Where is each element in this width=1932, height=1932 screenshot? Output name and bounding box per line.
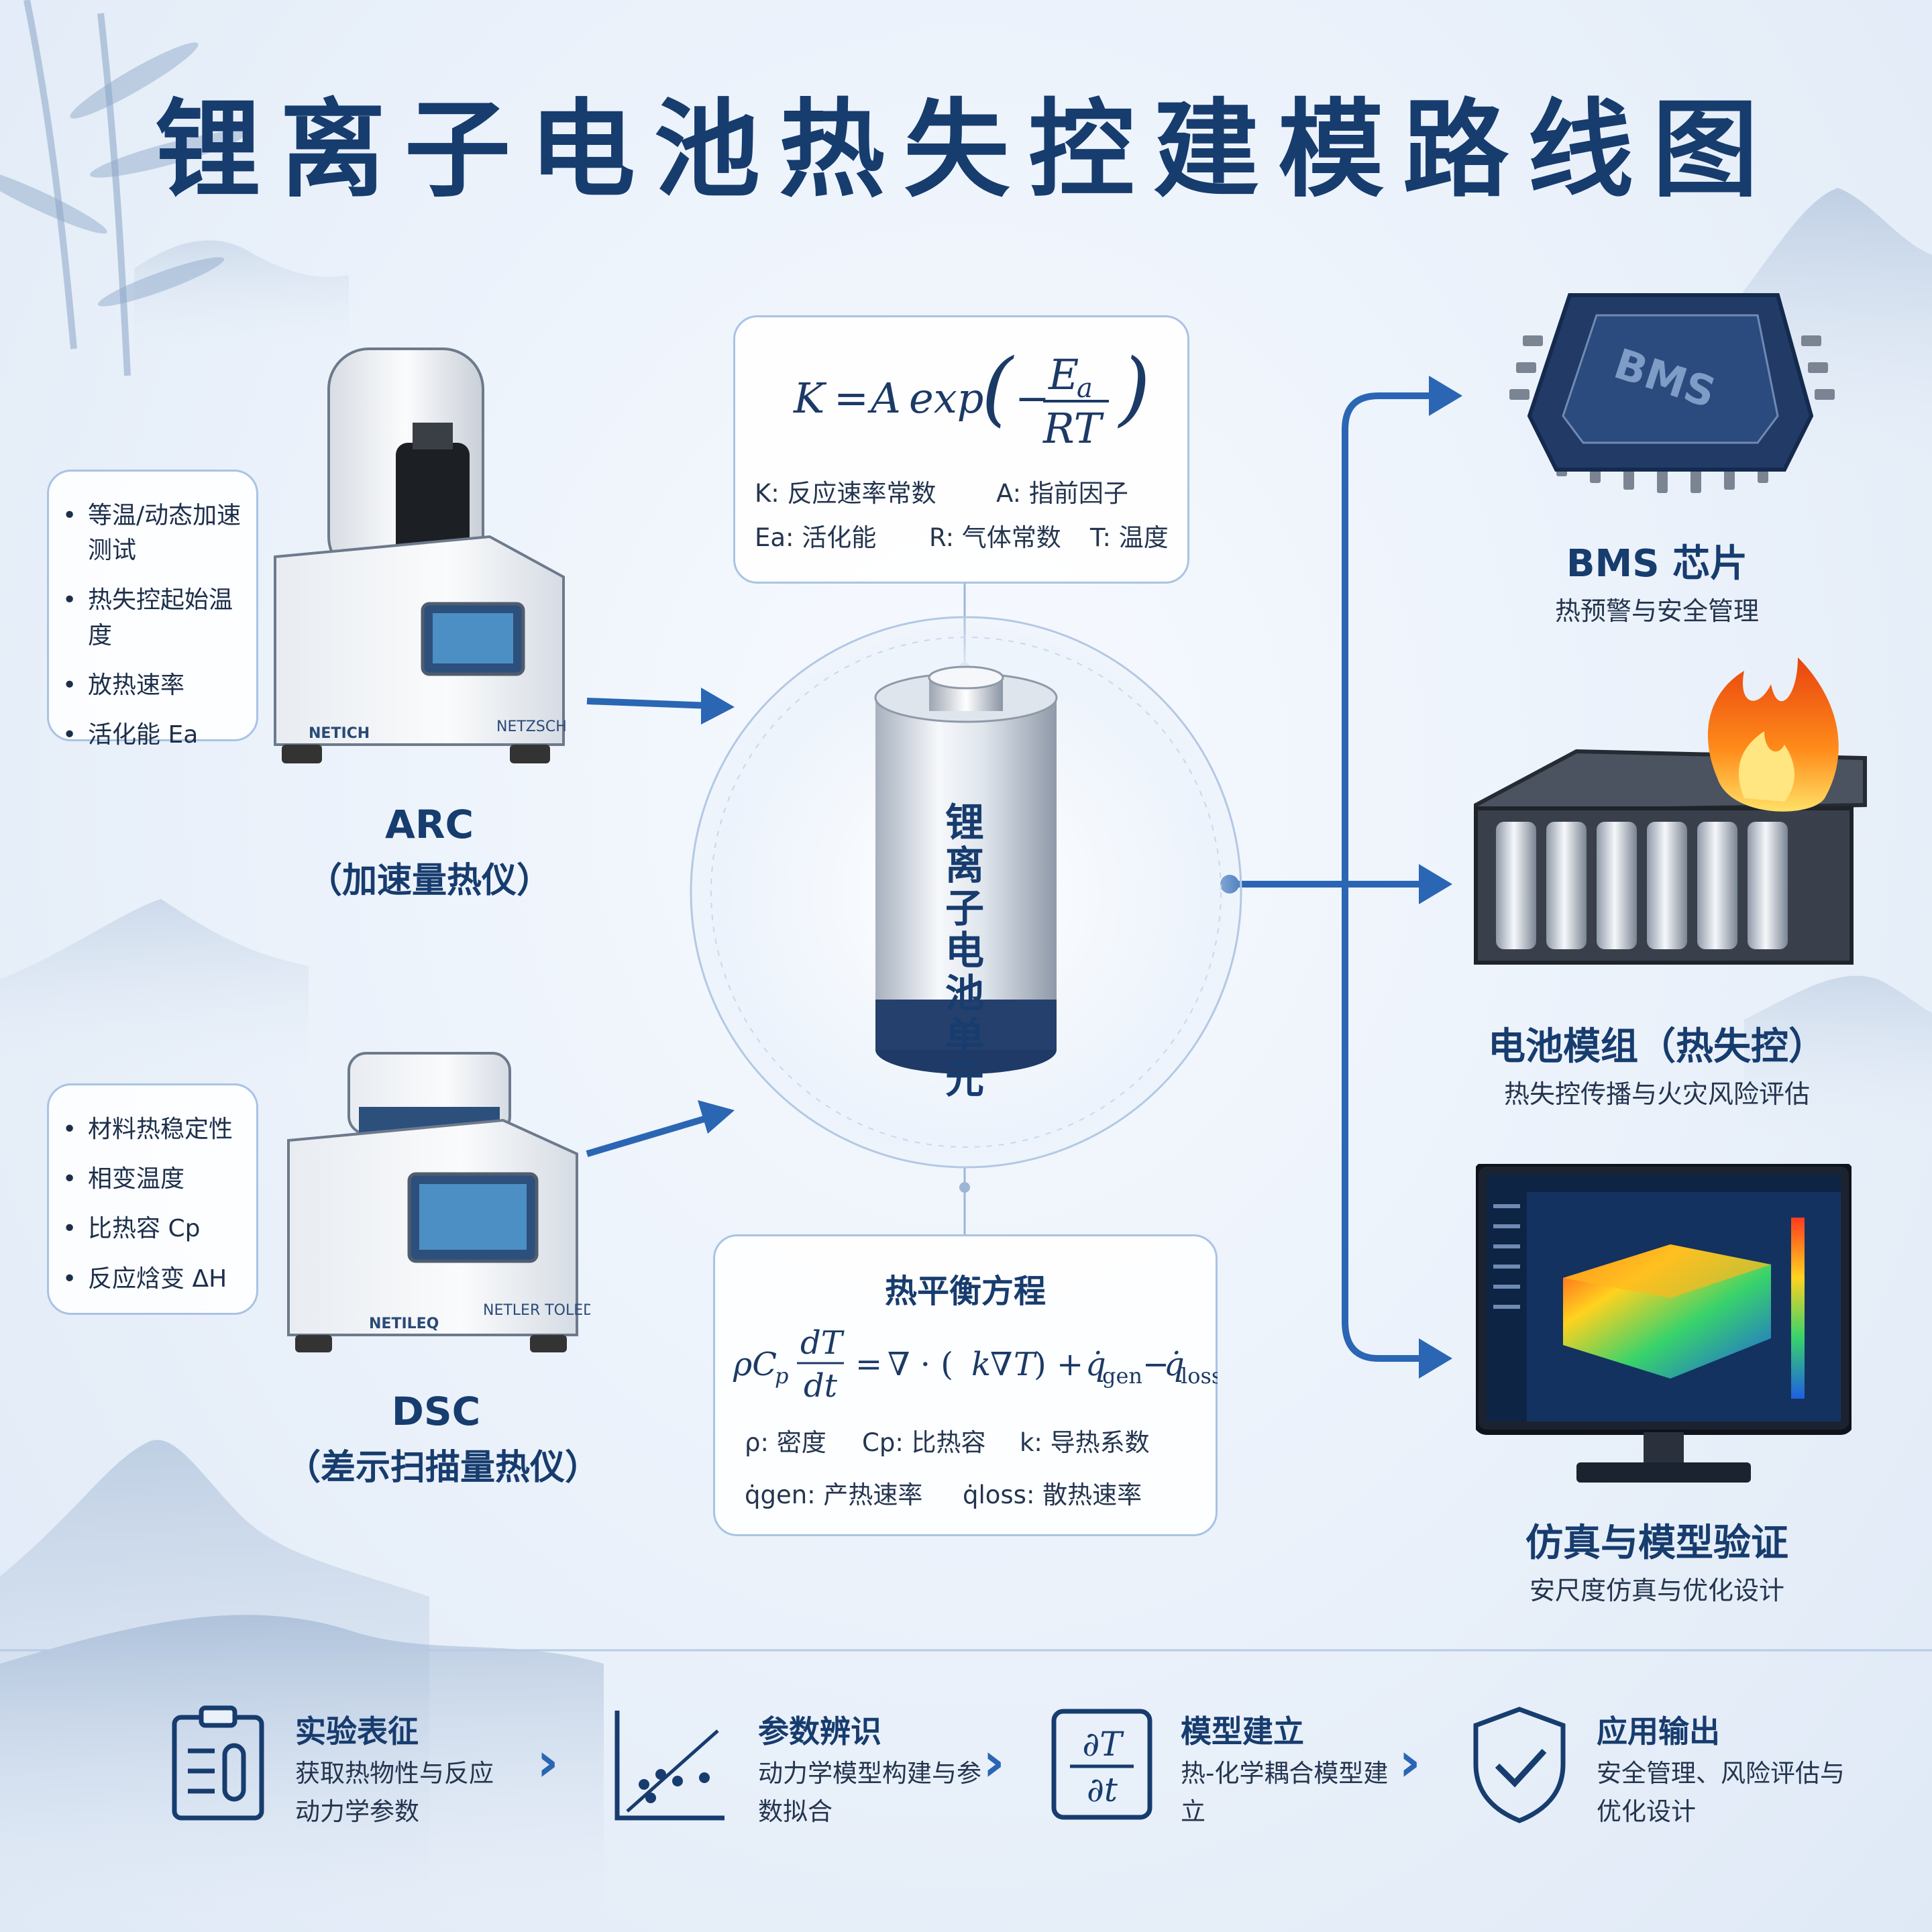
arrhenius-card (733, 315, 1189, 584)
svg-text:−: − (1015, 374, 1050, 423)
arc-brand-left: NETICH (309, 725, 370, 742)
svg-text:∇: ∇ (990, 1346, 1013, 1383)
step-1-title: 实验表征 (295, 1713, 419, 1750)
legend-ea: Ea: 活化能 (755, 523, 877, 552)
dsc-name: DSC (391, 1389, 481, 1434)
arc-calorimeter-illustration: NETICH NETZSCH (274, 347, 567, 763)
bms-chip-illustration: BMS (1509, 293, 1835, 493)
arc-brand-right: NETZSCH (496, 718, 567, 735)
svg-text:E: E (1048, 350, 1079, 399)
svg-text:q̇: q̇ (1085, 1346, 1106, 1383)
output-module-title: 电池模组（热失控） (1488, 1025, 1826, 1069)
arc-feature: 等温/动态加速测试 (60, 498, 250, 568)
step-1-desc: 获取热物性与反应动力学参数 (295, 1759, 494, 1827)
legend-qloss: q̇loss: 散热速率 (963, 1481, 1142, 1509)
heat-balance-formula: ρC p dT dt = ∇ · ( k ∇ T ) + q̇ gen − q̇… (733, 1324, 1218, 1405)
svg-text:loss: loss (1181, 1363, 1218, 1389)
svg-text:=: = (855, 1346, 882, 1383)
clipboard-icon (172, 1705, 264, 1821)
heat-balance-legend: ρ: 密度 Cp: 比热容 k: 导热系数 q̇gen: 产热速率 q̇loss… (745, 1422, 1208, 1529)
step-3-title: 模型建立 (1181, 1713, 1304, 1750)
arc-name: ARC (384, 802, 474, 847)
svg-text:k: k (971, 1346, 991, 1383)
svg-text:∇ · (: ∇ · ( (888, 1346, 953, 1383)
chevron-right-icon: › (983, 1731, 1005, 1793)
heat-balance-title: 热平衡方程 (884, 1273, 1046, 1310)
svg-text:dt: dt (804, 1367, 838, 1405)
arc-feature: 活化能 Ea (60, 718, 250, 753)
arrhenius-formula: K = A exp ( − E a RT ) (793, 342, 1150, 453)
heat-balance-card (713, 1234, 1218, 1536)
step-4-desc: 安全管理、风险评估与优化设计 (1597, 1759, 1845, 1827)
output-module-subtitle: 热失控传播与火灾风险评估 (1503, 1079, 1810, 1109)
arc-feature-list: 等温/动态加速测试 热失控起始温度 放热速率 活化能 Ea (60, 498, 250, 753)
output-bms-subtitle: 热预警与安全管理 (1554, 596, 1759, 626)
scatter-fit-icon (614, 1711, 724, 1821)
dsc-feature: 比热容 Cp (60, 1212, 250, 1246)
step-4-title: 应用输出 (1597, 1713, 1720, 1750)
svg-text:dT: dT (800, 1324, 845, 1362)
chevron-right-icon: › (1399, 1731, 1421, 1793)
simulation-monitor-illustration (1476, 1164, 1851, 1483)
svg-text:p: p (775, 1363, 788, 1389)
shield-check-icon (1473, 1707, 1566, 1823)
dsc-subtitle: （差示扫描量热仪） (285, 1448, 600, 1488)
battery-cell-illustration (690, 616, 1242, 1169)
arc-to-battery-arrow (586, 698, 712, 709)
output-simulation-subtitle: 安尺度仿真与优化设计 (1529, 1576, 1784, 1605)
page-title: 锂离子电池热失控建模路线图 (155, 88, 1777, 212)
svg-text:q̇: q̇ (1164, 1346, 1185, 1383)
legend-rho: ρ: 密度 (745, 1428, 826, 1457)
svg-text:RT: RT (1042, 404, 1105, 453)
dsc-calorimeter-illustration: NETILEQ NETLER TOLEDO (287, 1052, 590, 1352)
dsc-feature: 材料热稳定性 (60, 1112, 250, 1147)
arc-feature: 热失控起始温度 (60, 583, 250, 653)
step-3-desc: 热-化学耦合模型建立 (1181, 1759, 1389, 1827)
svg-text:−: − (1142, 1346, 1169, 1383)
svg-text:T: T (1014, 1346, 1037, 1383)
svg-text:gen: gen (1102, 1363, 1142, 1389)
arrhenius-legend: K: 反应速率常数 A: 指前因子 Ea: 活化能 R: 气体常数 T: 温度 (755, 473, 1184, 561)
step-2-desc: 动力学模型构建与参数拟合 (758, 1759, 981, 1827)
svg-text:ρC: ρC (733, 1346, 777, 1383)
dsc-to-battery-arrow (586, 1114, 712, 1157)
legend-a: A: 指前因子 (996, 479, 1128, 508)
arc-features-card: 等温/动态加速测试 热失控起始温度 放热速率 活化能 Ea (47, 470, 258, 753)
svg-text:=: = (834, 374, 869, 423)
output-simulation-title: 仿真与模型验证 (1525, 1521, 1788, 1565)
svg-text:exp: exp (909, 374, 983, 423)
arc-subtitle: （加速量热仪） (307, 861, 551, 901)
dsc-feature-list: 材料热稳定性 相变温度 比热容 Cp 反应焓变 ΔH (60, 1112, 250, 1297)
legend-k2: k: 导热系数 (1020, 1428, 1150, 1457)
dsc-features-card: 材料热稳定性 相变温度 比热容 Cp 反应焓变 ΔH (47, 1083, 258, 1315)
svg-text:a: a (1077, 373, 1093, 404)
chevron-right-icon: › (537, 1731, 559, 1793)
battery-module-fire-illustration (1474, 657, 1867, 965)
svg-text:A: A (867, 374, 901, 423)
svg-text:): ) (1117, 342, 1150, 435)
svg-text:∂T: ∂T (1082, 1725, 1124, 1764)
legend-qgen: q̇gen: 产热速率 (745, 1481, 923, 1509)
legend-r: R: 气体常数 (929, 523, 1061, 552)
step-2-title: 参数辨识 (758, 1713, 881, 1750)
dsc-brand-left: NETILEQ (369, 1316, 439, 1332)
partial-derivative-icon: ∂T ∂t (1051, 1709, 1152, 1820)
dsc-feature: 相变温度 (60, 1162, 250, 1197)
svg-text:(: ( (981, 342, 1014, 435)
svg-text:∂t: ∂t (1087, 1770, 1118, 1809)
arc-feature: 放热速率 (60, 668, 250, 703)
dsc-brand-right: NETLER TOLEDO (483, 1302, 590, 1319)
dsc-feature: 反应焓变 ΔH (60, 1262, 250, 1297)
svg-text:K: K (793, 374, 827, 423)
battery-label: 锂离子电池单元 (945, 800, 984, 1102)
legend-k: K: 反应速率常数 (755, 479, 936, 508)
output-bms-title: BMS 芯片 (1566, 542, 1748, 586)
legend-t: T: 温度 (1090, 523, 1169, 552)
legend-cp: Cp: 比热容 (862, 1428, 986, 1457)
svg-text:) +: ) + (1034, 1346, 1083, 1383)
